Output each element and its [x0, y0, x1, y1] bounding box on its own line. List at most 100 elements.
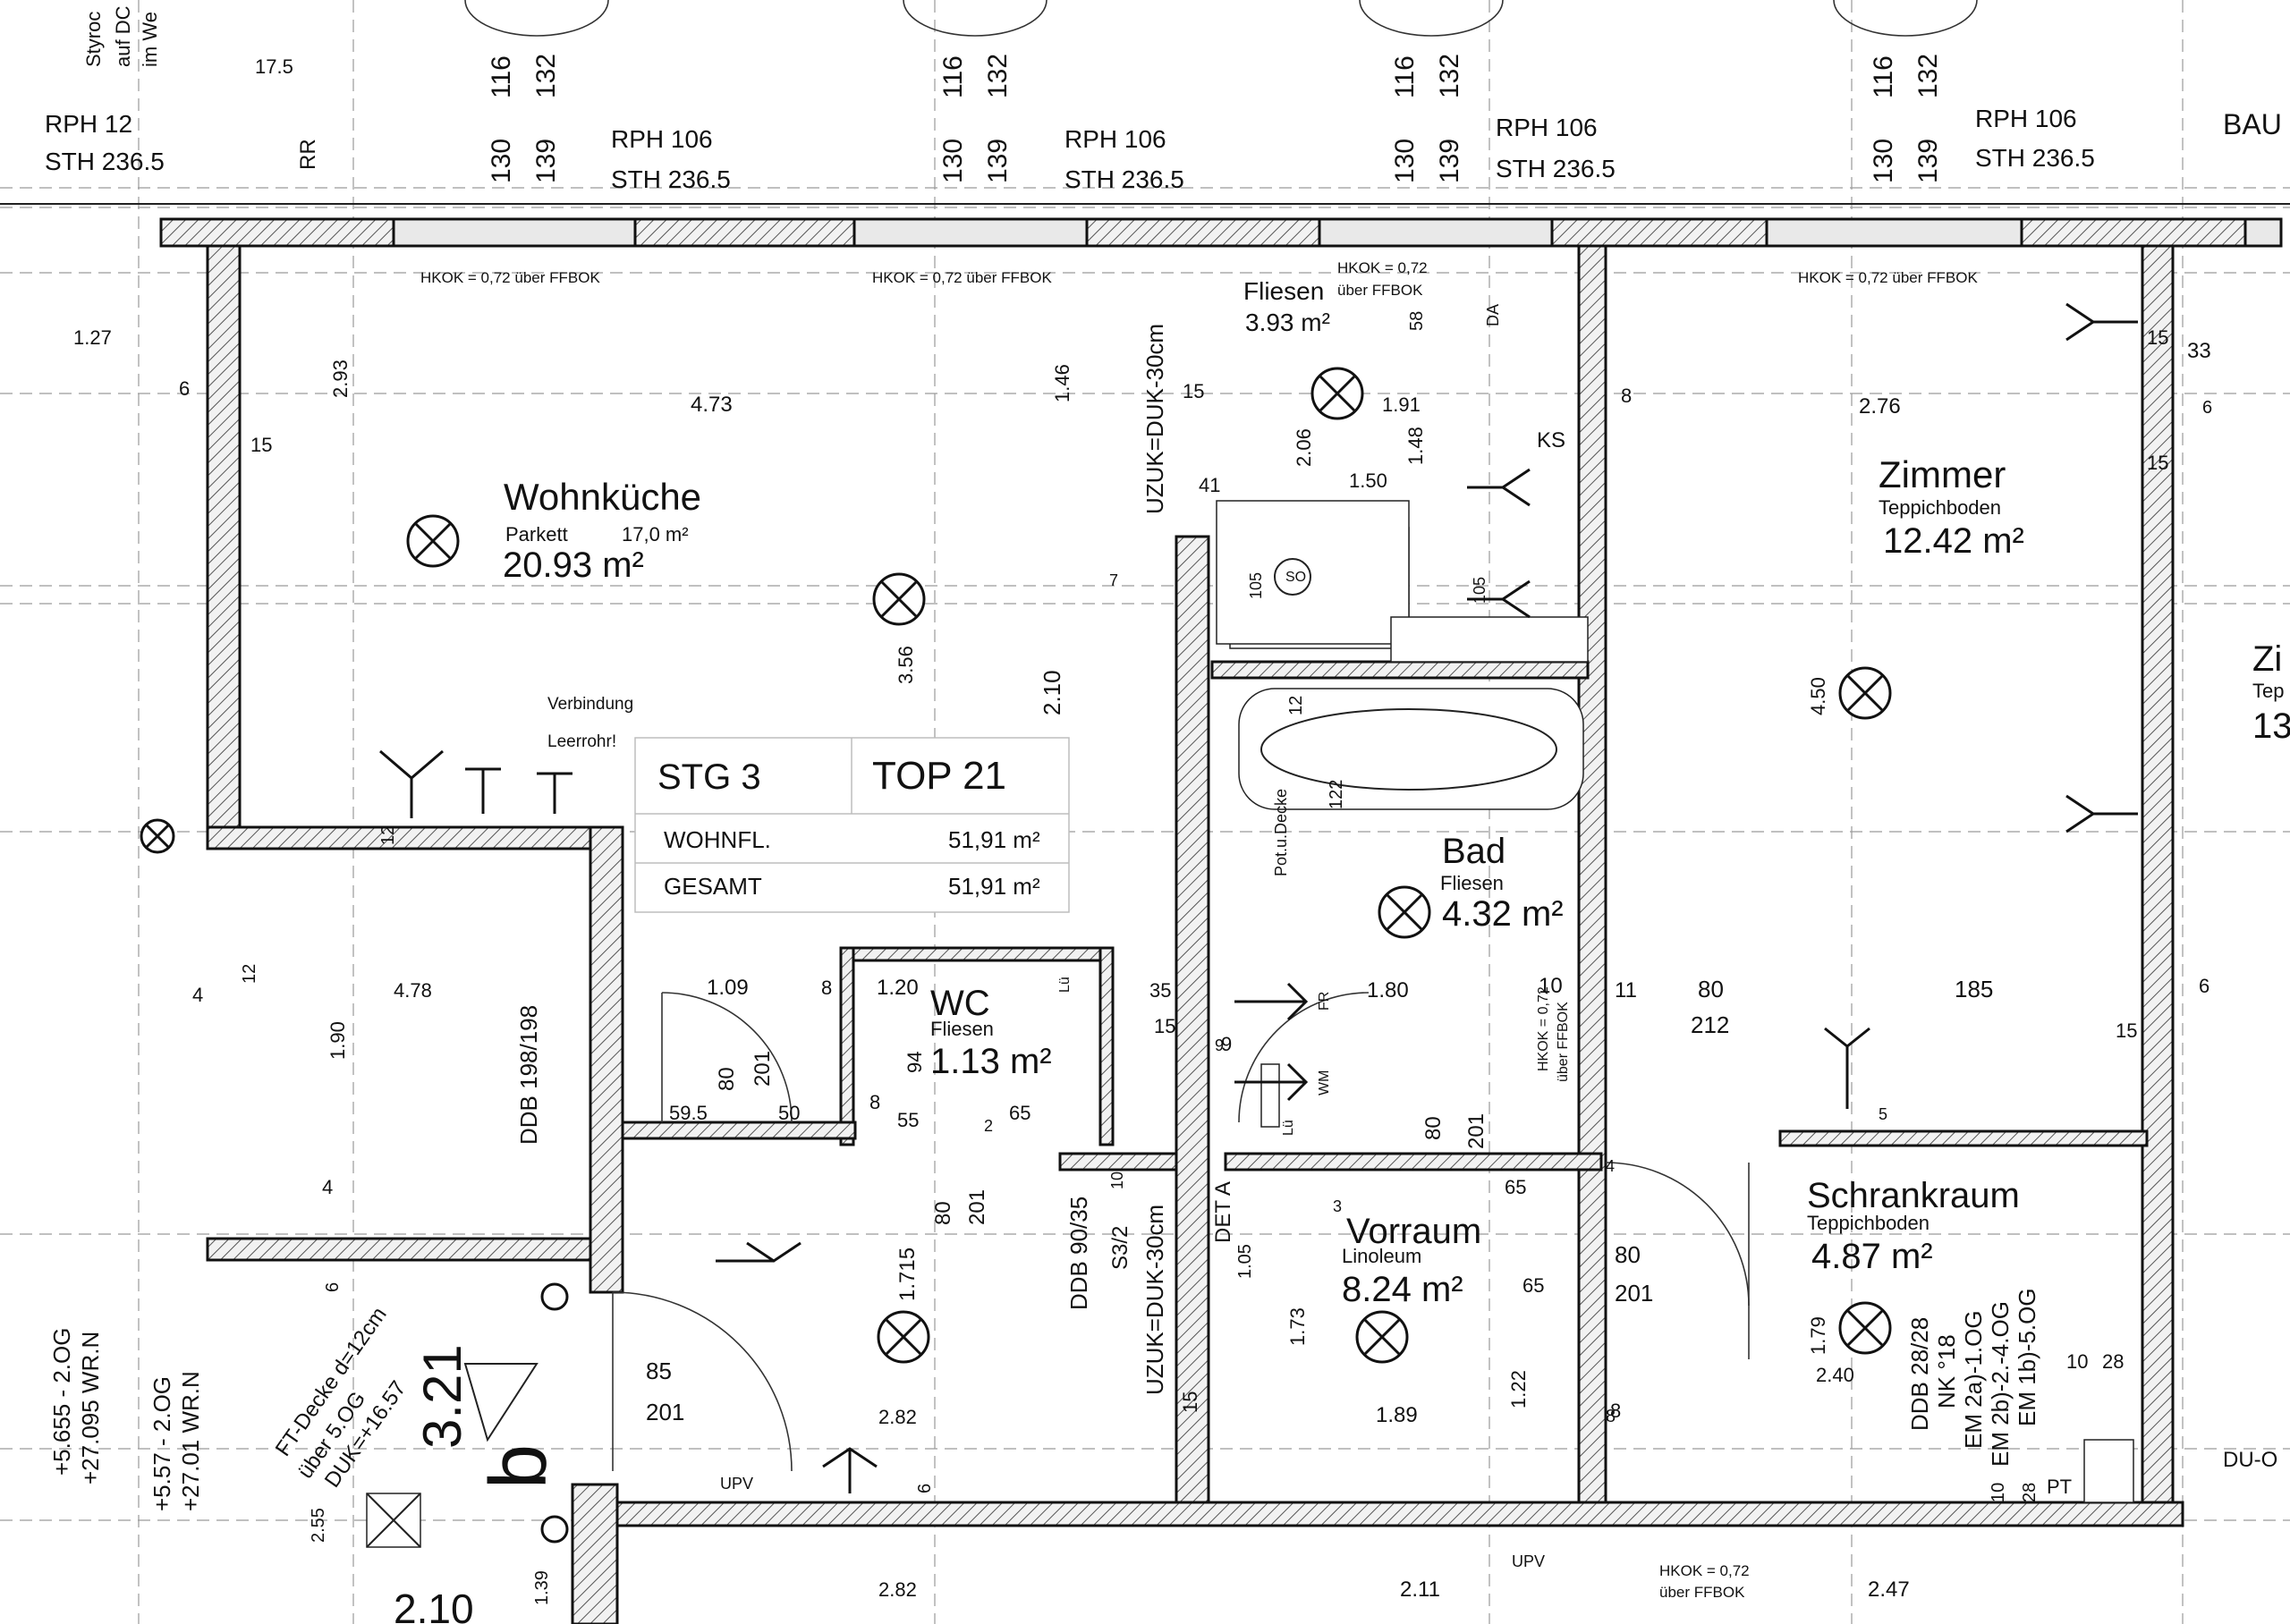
- bau-label: BAU: [2223, 108, 2282, 140]
- dimension-label: 17.5: [255, 55, 293, 78]
- level-label: +27.01 WR.N: [177, 1371, 204, 1511]
- door-swings: [612, 992, 1750, 1472]
- dimension-label: 85: [646, 1358, 672, 1384]
- dimension-label: 132: [1913, 54, 1943, 98]
- dimension-label: 4.78: [394, 979, 432, 1002]
- window-rph: RPH 106: [1975, 105, 2077, 132]
- room-name: Fliesen: [1243, 277, 1324, 305]
- so-label: SO: [1285, 570, 1306, 585]
- room-area: 1.13 m²: [930, 1042, 1052, 1081]
- dimension-label: 4.50: [1807, 677, 1829, 715]
- dimension-label: 80: [1698, 976, 1724, 1002]
- dimension-label: 116: [487, 55, 516, 98]
- neighbor-room-label: Zi: [2252, 639, 2282, 679]
- room-name: Schrankraum: [1807, 1176, 2020, 1215]
- dimension-label: 55: [897, 1109, 919, 1131]
- rr-label: RR: [296, 139, 320, 170]
- upper-window-arcs: [464, 0, 1978, 37]
- nk-label: NK °18: [1933, 1334, 1960, 1408]
- styro-label: im We: [139, 12, 161, 67]
- room-name: WC: [930, 984, 990, 1023]
- room-sub-area: 17,0 m²: [622, 523, 689, 546]
- dimension-label: 2.93: [329, 359, 352, 398]
- sockets: [379, 302, 2138, 1493]
- dimension-label: 116: [1390, 55, 1420, 98]
- dimension-label: 130: [938, 139, 968, 183]
- hkok-label: über FFBOK: [1659, 1584, 1745, 1601]
- hkok-label: über FFBOK: [1556, 1002, 1571, 1082]
- exterior-wall-top: [0, 203, 2290, 248]
- annotations: UZUK=DUK-30cm UZUK=DUK-30cm DDB 198/198 …: [48, 5, 2290, 1624]
- dimension-label: 80: [1421, 1116, 1446, 1140]
- light-icon: [1310, 367, 1364, 420]
- dimension-label: 2.40: [1816, 1364, 1854, 1386]
- em-label: EM 2b)-2.-4.OG: [1987, 1301, 2014, 1467]
- dimension-label: 116: [1869, 55, 1898, 98]
- room-floor: Fliesen: [930, 1018, 994, 1040]
- dimension-label: 1.22: [1507, 1370, 1530, 1408]
- det-label: DET A: [1211, 1181, 1235, 1243]
- upv-label: UPV: [1512, 1552, 1545, 1570]
- hkok-label: HKOK = 0,72: [1337, 259, 1428, 276]
- light-icon: [872, 572, 926, 626]
- room-floor: Parkett: [505, 523, 568, 546]
- dimension-label: 15: [1179, 1391, 1201, 1413]
- light-icon: [1838, 1301, 1892, 1355]
- dimension-label: 8: [1606, 1407, 1616, 1426]
- dimension-label: 10: [1989, 1483, 2008, 1502]
- light-icon: [1838, 666, 1892, 720]
- dimensions: 17.5 130 116 139 132 130 116 139 132 130…: [73, 54, 2212, 1605]
- light-icon: [140, 818, 175, 854]
- uzuk-label: UZUK=DUK-30cm: [1141, 1205, 1168, 1395]
- neighbor-room-label: 13: [2252, 706, 2290, 746]
- dimension-label: 1.09: [707, 976, 749, 1000]
- dimension-label: 80: [715, 1067, 739, 1091]
- pt-label: PT: [2047, 1476, 2072, 1498]
- stamp-stg: STG 3: [657, 757, 761, 797]
- dimension-label: 139: [983, 139, 1013, 183]
- dimension-label: 201: [1615, 1280, 1653, 1307]
- dimension-label: 1.80: [1367, 978, 1409, 1002]
- dimension-label: 4: [192, 984, 203, 1006]
- dimension-label: 3: [1333, 1197, 1342, 1215]
- dimension-label: 6: [179, 377, 190, 400]
- dimension-label: 132: [983, 54, 1013, 98]
- stamp-wohnfl-label: WOHNFL.: [664, 826, 771, 853]
- room-area: 12.42 m²: [1883, 521, 2024, 561]
- dimension-label: 4.73: [691, 393, 733, 417]
- styro-label: Styroc: [82, 12, 105, 67]
- dimension-label: 10: [1539, 974, 1563, 998]
- dimension-label: 6: [915, 1484, 935, 1493]
- dimension-label: 2: [984, 1117, 993, 1135]
- room-floor: Linoleum: [1342, 1245, 1421, 1267]
- light-icon: [406, 514, 460, 568]
- dimension-label: 15: [2116, 1019, 2137, 1042]
- dimension-label: 212: [1691, 1011, 1729, 1038]
- window-rph: RPH 106: [1064, 125, 1166, 153]
- dimension-label: 132: [531, 54, 561, 98]
- dimension-label: 6: [2202, 398, 2212, 418]
- dimension-label: 2.55: [309, 1508, 328, 1543]
- dimension-label: 15: [1154, 1015, 1175, 1037]
- room-area: 4.87 m²: [1811, 1237, 1933, 1276]
- dimension-label: 139: [1913, 139, 1943, 183]
- s3-label: S3/2: [1108, 1226, 1132, 1270]
- dimension-label: 94: [903, 1052, 926, 1073]
- pot-label: Pot.u.Decke: [1272, 789, 1290, 876]
- dimension-label: 9: [1221, 1033, 1232, 1055]
- dimension-label: 201: [965, 1189, 989, 1225]
- verbindung-label: Verbindung: [547, 695, 633, 714]
- level-label: +5.655 - 2.OG: [48, 1328, 75, 1476]
- dimension-label: 15: [2147, 326, 2168, 349]
- dimension-label: 1.50: [1349, 469, 1387, 492]
- light-icon: [877, 1310, 930, 1364]
- dimension-label: 6: [323, 1282, 343, 1292]
- dimension-label: 122: [1327, 780, 1346, 809]
- upv-label: UPV: [720, 1475, 753, 1493]
- window-sth: STH 236.5: [1064, 165, 1184, 193]
- dimension-label: 59.5: [669, 1102, 708, 1124]
- dimension-label: 28: [2020, 1483, 2040, 1502]
- level-label: +27.095 WR.N: [77, 1332, 104, 1484]
- leerrohr-label: Leerrohr!: [547, 732, 616, 751]
